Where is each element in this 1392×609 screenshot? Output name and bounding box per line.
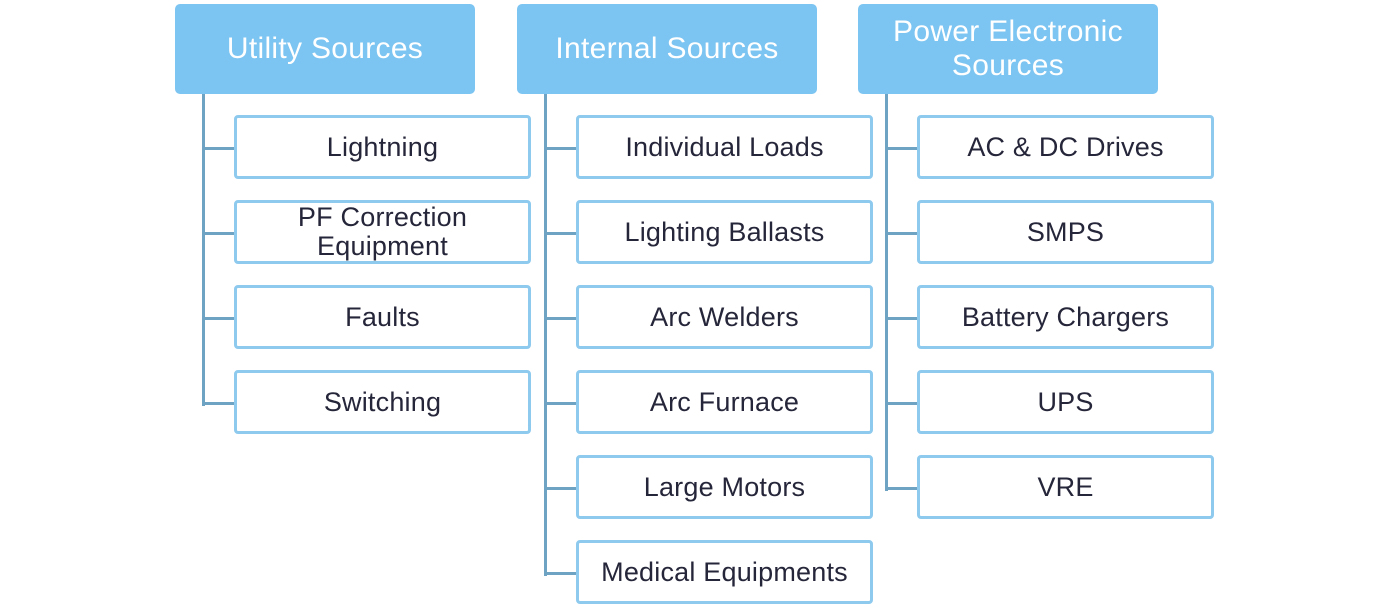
item-label: Medical Equipments: [601, 556, 848, 587]
item-box: SMPS: [917, 200, 1214, 264]
group-header: Utility Sources: [175, 4, 475, 94]
group-title: Utility Sources: [226, 32, 424, 65]
item-label: AC & DC Drives: [967, 131, 1164, 162]
item-label: PF Correction Equipment: [297, 202, 468, 261]
item-label: Faults: [345, 301, 420, 332]
connector-branch: [887, 317, 917, 320]
connector-branch: [546, 147, 576, 150]
item-box: Large Motors: [576, 455, 873, 519]
group-title: Internal Sources: [555, 32, 779, 65]
item-box: Individual Loads: [576, 115, 873, 179]
item-box: Arc Welders: [576, 285, 873, 349]
connector-branch: [887, 147, 917, 150]
item-box: VRE: [917, 455, 1214, 519]
item-box: Arc Furnace: [576, 370, 873, 434]
connector-branch: [204, 232, 234, 235]
item-box: Lightning: [234, 115, 531, 179]
connector-branch: [546, 402, 576, 405]
connector-branch: [887, 232, 917, 235]
group-title: Power Electronic Sources: [893, 15, 1123, 82]
item-box: Battery Chargers: [917, 285, 1214, 349]
connector-branch: [204, 147, 234, 150]
connector-branch: [546, 317, 576, 320]
item-label: SMPS: [1026, 216, 1105, 247]
item-box: Lighting Ballasts: [576, 200, 873, 264]
connector-trunk: [544, 94, 547, 576]
connector-trunk: [202, 94, 205, 406]
connector-trunk: [885, 94, 888, 491]
item-label: UPS: [1037, 386, 1094, 417]
connector-branch: [887, 487, 917, 490]
item-label: Lightning: [326, 131, 439, 162]
item-label: VRE: [1037, 471, 1094, 502]
connector-branch: [887, 402, 917, 405]
connector-branch: [546, 232, 576, 235]
item-label: Arc Welders: [650, 301, 799, 332]
item-label: Large Motors: [643, 471, 806, 502]
item-box: AC & DC Drives: [917, 115, 1214, 179]
item-box: UPS: [917, 370, 1214, 434]
item-label: Individual Loads: [625, 131, 824, 162]
item-box: Faults: [234, 285, 531, 349]
item-label: Battery Chargers: [961, 301, 1170, 332]
connector-branch: [546, 487, 576, 490]
item-label: Switching: [323, 386, 442, 417]
item-label: Arc Furnace: [649, 386, 800, 417]
group-header: Power Electronic Sources: [858, 4, 1158, 94]
item-box: Medical Equipments: [576, 540, 873, 604]
connector-branch: [204, 317, 234, 320]
group-header: Internal Sources: [517, 4, 817, 94]
connector-branch: [204, 402, 234, 405]
connector-branch: [546, 572, 576, 575]
item-box: PF Correction Equipment: [234, 200, 531, 264]
item-label: Lighting Ballasts: [624, 216, 825, 247]
item-box: Switching: [234, 370, 531, 434]
